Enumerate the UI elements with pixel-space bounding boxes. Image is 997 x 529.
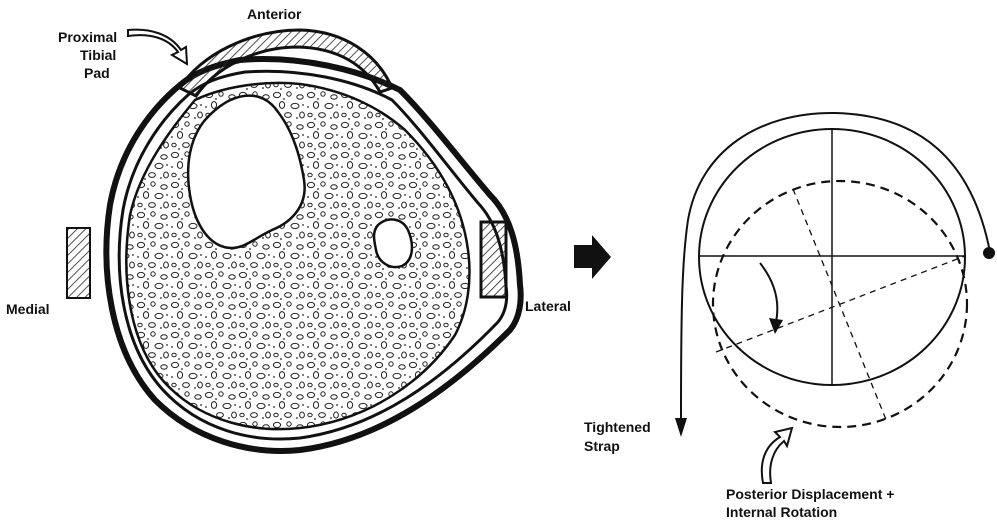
medial-pad (67, 228, 90, 298)
rotation-arrow-icon (760, 263, 777, 322)
lateral-pad (481, 222, 506, 297)
fibula-cavity (374, 219, 412, 267)
strap-arrowhead-icon (675, 418, 687, 437)
displaced-axis-2 (716, 256, 965, 352)
displaced-axis-1 (793, 189, 887, 422)
label-posterior-displacement: Posterior Displacement + (726, 485, 894, 503)
label-anterior: Anterior (247, 5, 301, 23)
label-lateral: Lateral (525, 297, 571, 315)
pad-callout-arrow-icon (128, 30, 187, 64)
displacement-schematic (675, 113, 995, 483)
strap-anchor-dot (983, 247, 995, 259)
label-strap: Strap (584, 437, 620, 455)
rotation-arrowhead-icon (769, 318, 783, 334)
right-arrow-icon (574, 235, 611, 279)
displacement-callout-arrow-icon (762, 428, 792, 483)
tightened-strap-path (681, 113, 990, 418)
label-tibial: Tibial (80, 46, 116, 64)
label-pad: Pad (84, 64, 110, 82)
label-proximal: Proximal (58, 28, 117, 46)
label-tightened: Tightened (584, 418, 651, 436)
label-medial: Medial (6, 300, 50, 318)
leg-cross-section (67, 30, 521, 451)
label-internal-rotation: Internal Rotation (726, 503, 837, 521)
